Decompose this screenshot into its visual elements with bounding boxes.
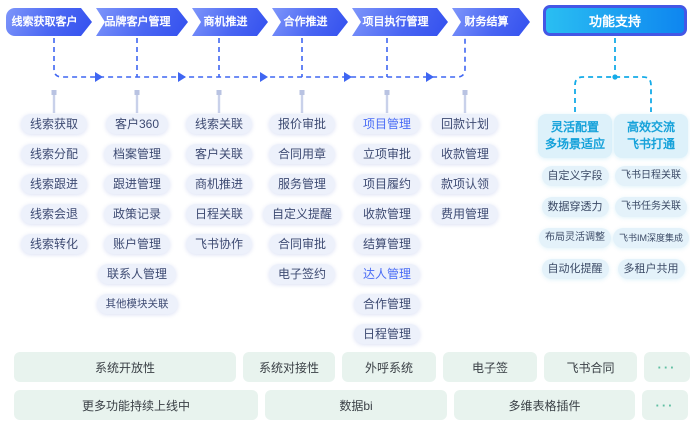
- module-pill: 结算管理: [353, 234, 420, 254]
- module-pill: 联系人管理: [97, 264, 176, 284]
- module-pill: 商机推进: [185, 174, 252, 194]
- column-lead-acquisition: 线索获取 线索分配 线索跟进 线索会退 线索转化: [8, 114, 100, 254]
- flow-step-project-execution: 项目执行管理: [352, 8, 448, 36]
- column-finance: 回款计划 收款管理 款项认领 费用管理: [419, 114, 511, 224]
- flow-step-brand-customer: 品牌客户管理: [96, 8, 188, 36]
- module-pill: 款项认领: [431, 174, 498, 194]
- support-header: 功能支持: [543, 5, 687, 36]
- capability-row-2: 更多功能持续上线中 数据bi 多维表格插件 ···: [14, 390, 688, 420]
- process-flow: 线索获取客户 品牌客户管理 商机推进 合作推进 项目执行管理 财务结算: [6, 8, 530, 36]
- module-pill: 线索分配: [20, 144, 87, 164]
- module-pill: 线索转化: [20, 234, 87, 254]
- support-group-title-line1: 高效交流: [626, 119, 675, 134]
- support-connector-bracket: [574, 76, 652, 112]
- capability-cell: 系统对接性: [243, 352, 335, 382]
- module-pill: 档案管理: [103, 144, 170, 164]
- support-group-flexible-config: 灵活配置 多场景适应 自定义字段 数据穿透力 布局灵活调整 自动化提醒: [538, 114, 612, 279]
- module-pill: 合作管理: [353, 294, 420, 314]
- support-item-pill: 自定义字段: [541, 166, 609, 186]
- module-pill: 日程关联: [185, 204, 252, 224]
- support-group-feishu-integration: 高效交流 飞书打通 飞书日程关联 飞书任务关联 飞书IM深度集成 多租户共用: [613, 114, 689, 279]
- support-item-pill: 飞书任务关联: [615, 197, 687, 217]
- module-pill-highlight: 达人管理: [353, 264, 420, 284]
- module-pill: 线索会退: [20, 204, 87, 224]
- flow-step-cooperation: 合作推进: [272, 8, 348, 36]
- module-pill: 线索跟进: [20, 174, 87, 194]
- support-item-pill: 布局灵活调整: [539, 228, 611, 248]
- capability-cell: 飞书合同: [544, 352, 637, 382]
- support-item-pill: 自动化提醒: [541, 259, 609, 279]
- module-pill: 报价审批: [268, 114, 335, 134]
- capability-cell: 更多功能持续上线中: [14, 390, 258, 420]
- capability-cell: 系统开放性: [14, 352, 236, 382]
- capability-cell: 数据bi: [265, 390, 447, 420]
- flow-arrowheads: [95, 72, 434, 82]
- support-item-pill: 飞书日程关联: [615, 166, 687, 186]
- support-connector-dot: [612, 74, 618, 80]
- module-pill: 客户关联: [185, 144, 252, 164]
- module-pill: 合同审批: [268, 234, 335, 254]
- support-item-pill: 多租户共用: [617, 259, 685, 279]
- module-pill: 飞书协作: [185, 234, 252, 254]
- module-pill: 其他模块关联: [96, 294, 178, 314]
- module-pill: 跟进管理: [103, 174, 170, 194]
- flow-step-lead-acquisition: 线索获取客户: [6, 8, 92, 36]
- module-pill: 电子签约: [268, 264, 335, 284]
- ellipsis-cell: ···: [644, 352, 690, 382]
- capability-cell: 外呼系统: [342, 352, 436, 382]
- module-pill: 服务管理: [268, 174, 335, 194]
- capability-cell: 多维表格插件: [454, 390, 635, 420]
- module-pill: 线索关联: [185, 114, 252, 134]
- module-pill: 回款计划: [431, 114, 498, 134]
- module-pill: 政策记录: [103, 204, 170, 224]
- module-pill: 费用管理: [431, 204, 498, 224]
- column-project-execution: 项目管理 立项审批 项目履约 收款管理 结算管理 达人管理 合作管理 日程管理: [341, 114, 433, 344]
- module-pill-highlight: 项目管理: [353, 114, 420, 134]
- module-pill: 日程管理: [353, 324, 420, 344]
- support-group-title-line1: 灵活配置: [550, 119, 599, 134]
- support-item-pill: 飞书IM深度集成: [613, 228, 689, 248]
- column-opportunity: 线索关联 客户关联 商机推进 日程关联 飞书协作: [173, 114, 265, 254]
- flow-connector-outer: [53, 38, 466, 78]
- capability-row-1: 系统开放性 系统对接性 外呼系统 电子签 飞书合同 ···: [14, 352, 690, 382]
- ellipsis-cell: ···: [642, 390, 688, 420]
- module-pill: 立项审批: [353, 144, 420, 164]
- module-pill: 账户管理: [103, 234, 170, 254]
- column-brand-customer: 客户360 档案管理 跟进管理 政策记录 账户管理 联系人管理 其他模块关联: [91, 114, 183, 314]
- flow-connector-drops: [136, 38, 388, 77]
- module-pill: 收款管理: [353, 204, 420, 224]
- column-cooperation: 报价审批 合同用章 服务管理 自定义提醒 合同审批 电子签约: [256, 114, 348, 284]
- module-pill: 项目履约: [353, 174, 420, 194]
- flow-step-opportunity: 商机推进: [192, 8, 268, 36]
- support-group-title: 灵活配置 多场景适应: [538, 114, 612, 158]
- support-item-pill: 数据穿透力: [541, 197, 609, 217]
- module-pill: 客户360: [105, 114, 169, 134]
- module-pill: 收款管理: [431, 144, 498, 164]
- module-pill: 合同用章: [268, 144, 335, 164]
- column-stubs: [51, 90, 468, 113]
- support-group-title: 高效交流 飞书打通: [614, 114, 688, 158]
- flow-step-finance: 财务结算: [452, 8, 530, 36]
- module-pill: 线索获取: [20, 114, 87, 134]
- capability-cell: 电子签: [443, 352, 537, 382]
- module-pill: 自定义提醒: [262, 204, 341, 224]
- support-group-title-line2: 多场景适应: [544, 137, 605, 151]
- support-group-title-line2: 飞书打通: [626, 137, 675, 151]
